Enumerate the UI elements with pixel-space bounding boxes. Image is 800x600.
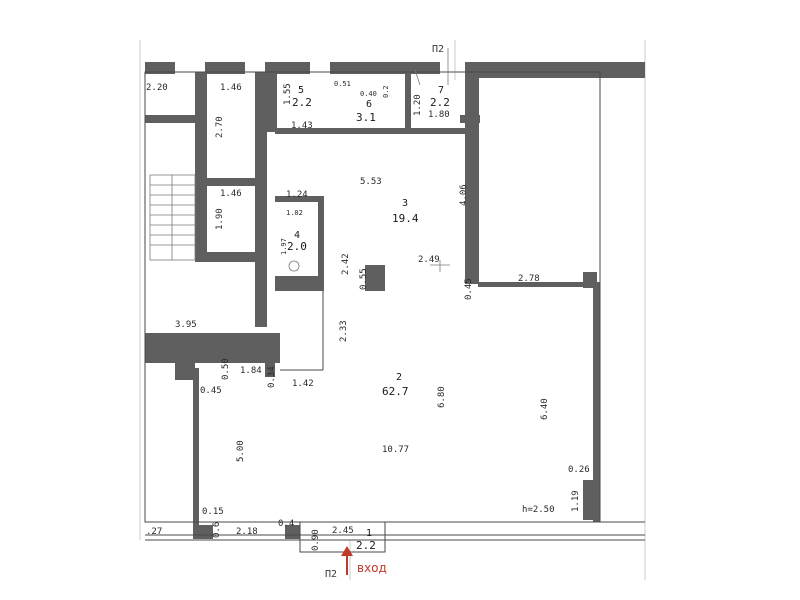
axis-label-bottom: П2 [325, 569, 337, 580]
entrance-arrow [341, 546, 353, 575]
dim-label: 2.18 [236, 527, 258, 537]
dim-label: 2.20 [146, 83, 168, 93]
dim-label: 2.45 [332, 526, 354, 536]
dim-label: 1.02 [286, 209, 303, 217]
dim-label: 0.4 [278, 519, 294, 529]
axis-label-top: П2 [432, 44, 444, 55]
dim-label: 1.46 [220, 189, 242, 199]
room-number: 2 [396, 372, 402, 383]
dim-label: 0.51 [334, 80, 351, 88]
room-area: 62.7 [382, 385, 409, 398]
dim-label: 2.78 [518, 274, 540, 284]
dim-label: 0.26 [568, 465, 590, 475]
room-number: 1 [366, 528, 372, 539]
dim-label: 1.80 [428, 110, 450, 120]
dim-label: 0.15 [202, 507, 224, 517]
room-number: 6 [366, 99, 372, 110]
dim-label: 0.34 [267, 366, 277, 388]
dim-label: 1.97 [280, 238, 288, 255]
dim-label: 0.55 [359, 268, 369, 290]
dim-label: 2.33 [339, 320, 349, 342]
room-5: 5 2.2 [292, 85, 312, 109]
dim-label: 0.40 [360, 90, 377, 98]
dim-label: 1.19 [571, 490, 581, 512]
grid-lines [139, 40, 646, 580]
dim-label: 1.42 [292, 379, 314, 389]
room-area: 2.2 [356, 539, 376, 552]
room-2: 2 62.7 [382, 372, 409, 398]
staircase [149, 174, 196, 261]
dim-label: 1.90 [215, 208, 225, 230]
thin-lines [144, 48, 645, 553]
room-6: 6 3.1 [356, 99, 376, 124]
dim-label: 0.45 [200, 386, 222, 396]
dim-label: 0.2 [382, 85, 390, 98]
dim-label: 1.46 [220, 83, 242, 93]
dim-label: 1.24 [286, 190, 308, 200]
room-area: 3.1 [356, 111, 376, 124]
dim-label: 0.50 [221, 358, 231, 380]
dim-label: 1.43 [291, 121, 313, 131]
walls [145, 62, 645, 539]
dim-label: 5.00 [236, 440, 246, 462]
dim-label: 1.55 [283, 83, 293, 105]
dim-label: 0.6 [212, 522, 222, 538]
dim-label: h=2.50 [522, 505, 555, 515]
room-number: 7 [438, 85, 444, 96]
dim-label: 1.84 [240, 366, 262, 376]
entrance-label: вход [357, 561, 387, 575]
dim-label: 2.70 [215, 116, 225, 138]
dim-label: 5.53 [360, 177, 382, 187]
room-number: 3 [402, 198, 408, 209]
room-1: 1 2.2 [356, 528, 376, 552]
dim-label: 2.49 [418, 255, 440, 265]
room-area: 19.4 [392, 212, 419, 225]
room-area: 2.2 [430, 96, 450, 109]
dim-label: 0.45 [464, 278, 474, 300]
dim-label: .27 [146, 527, 162, 537]
dim-label: 0.90 [311, 529, 321, 551]
room-area: 2.2 [292, 96, 312, 109]
room-number: 4 [294, 230, 300, 241]
dim-label: 4.06 [459, 184, 469, 206]
dimension-labels: 2.20 1.46 2.70 1.46 1.90 3.95 0.50 0.4 5 … [146, 80, 590, 551]
dim-label: 3.95 [175, 320, 197, 330]
room-7: 7 2.2 [430, 85, 450, 109]
room-4: 4 2.0 [287, 230, 307, 253]
dim-label: 6.40 [540, 398, 550, 420]
room-area: 2.0 [287, 240, 307, 253]
dim-label: 1.20 [413, 94, 423, 116]
dim-label: 10.77 [382, 445, 409, 455]
dim-label: 6.80 [437, 386, 447, 408]
dim-label: 2.42 [341, 253, 351, 275]
room-3: 3 19.4 [392, 198, 419, 225]
room-number: 5 [298, 85, 304, 96]
